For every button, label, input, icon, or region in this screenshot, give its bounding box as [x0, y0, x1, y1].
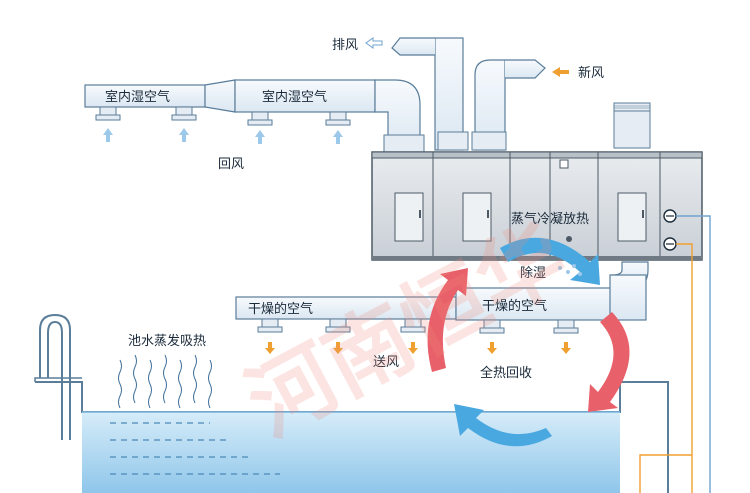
heat-cycle-arrows	[427, 237, 630, 447]
supply-air-grilles	[257, 318, 579, 334]
dehumidify-label: 除湿	[520, 266, 546, 281]
dry-air-label-1: 干燥的空气	[248, 301, 313, 317]
return-air-label: 回风	[218, 157, 244, 172]
hollow-left-arrow-icon	[365, 37, 383, 49]
evaporation-lines	[118, 354, 212, 409]
water-droplets	[558, 264, 582, 276]
condensation-arrow	[500, 237, 600, 285]
return-air-arrows	[103, 128, 343, 144]
dry-air-label-2: 干燥的空气	[482, 298, 547, 314]
condensation-label: 蒸气冷凝放热	[511, 211, 589, 227]
supply-air-arrows	[265, 342, 571, 354]
water-pipes	[639, 215, 711, 493]
supply-air-label: 送风	[373, 355, 399, 370]
supply-left-red-arrow	[427, 268, 468, 372]
return-air-duct	[84, 79, 425, 154]
heat-recovery-blue-arrow	[454, 404, 552, 447]
drain-valve-icon	[663, 209, 677, 251]
fresh-air-label: 新风	[578, 65, 604, 81]
exhaust-duct	[391, 37, 469, 151]
supply-right-red-arrow	[588, 312, 630, 412]
orange-left-arrow-icon	[552, 67, 569, 77]
pool	[34, 313, 669, 493]
indoor-humid-air-label-2: 室内湿空气	[262, 89, 327, 105]
pool-ladder	[39, 313, 71, 440]
fan-icon	[613, 102, 651, 149]
return-air-grilles	[95, 106, 351, 126]
pool-evaporation-label: 池水蒸发吸热	[128, 333, 206, 349]
pool-water	[82, 412, 620, 493]
fresh-air-duct	[471, 59, 546, 151]
heat-recovery-label: 全热回收	[480, 365, 532, 381]
exhaust-label: 排风	[332, 38, 358, 53]
indoor-humid-air-label-1: 室内湿空气	[105, 89, 170, 105]
water-wave-lines	[110, 422, 280, 475]
supply-air-duct	[235, 261, 649, 321]
